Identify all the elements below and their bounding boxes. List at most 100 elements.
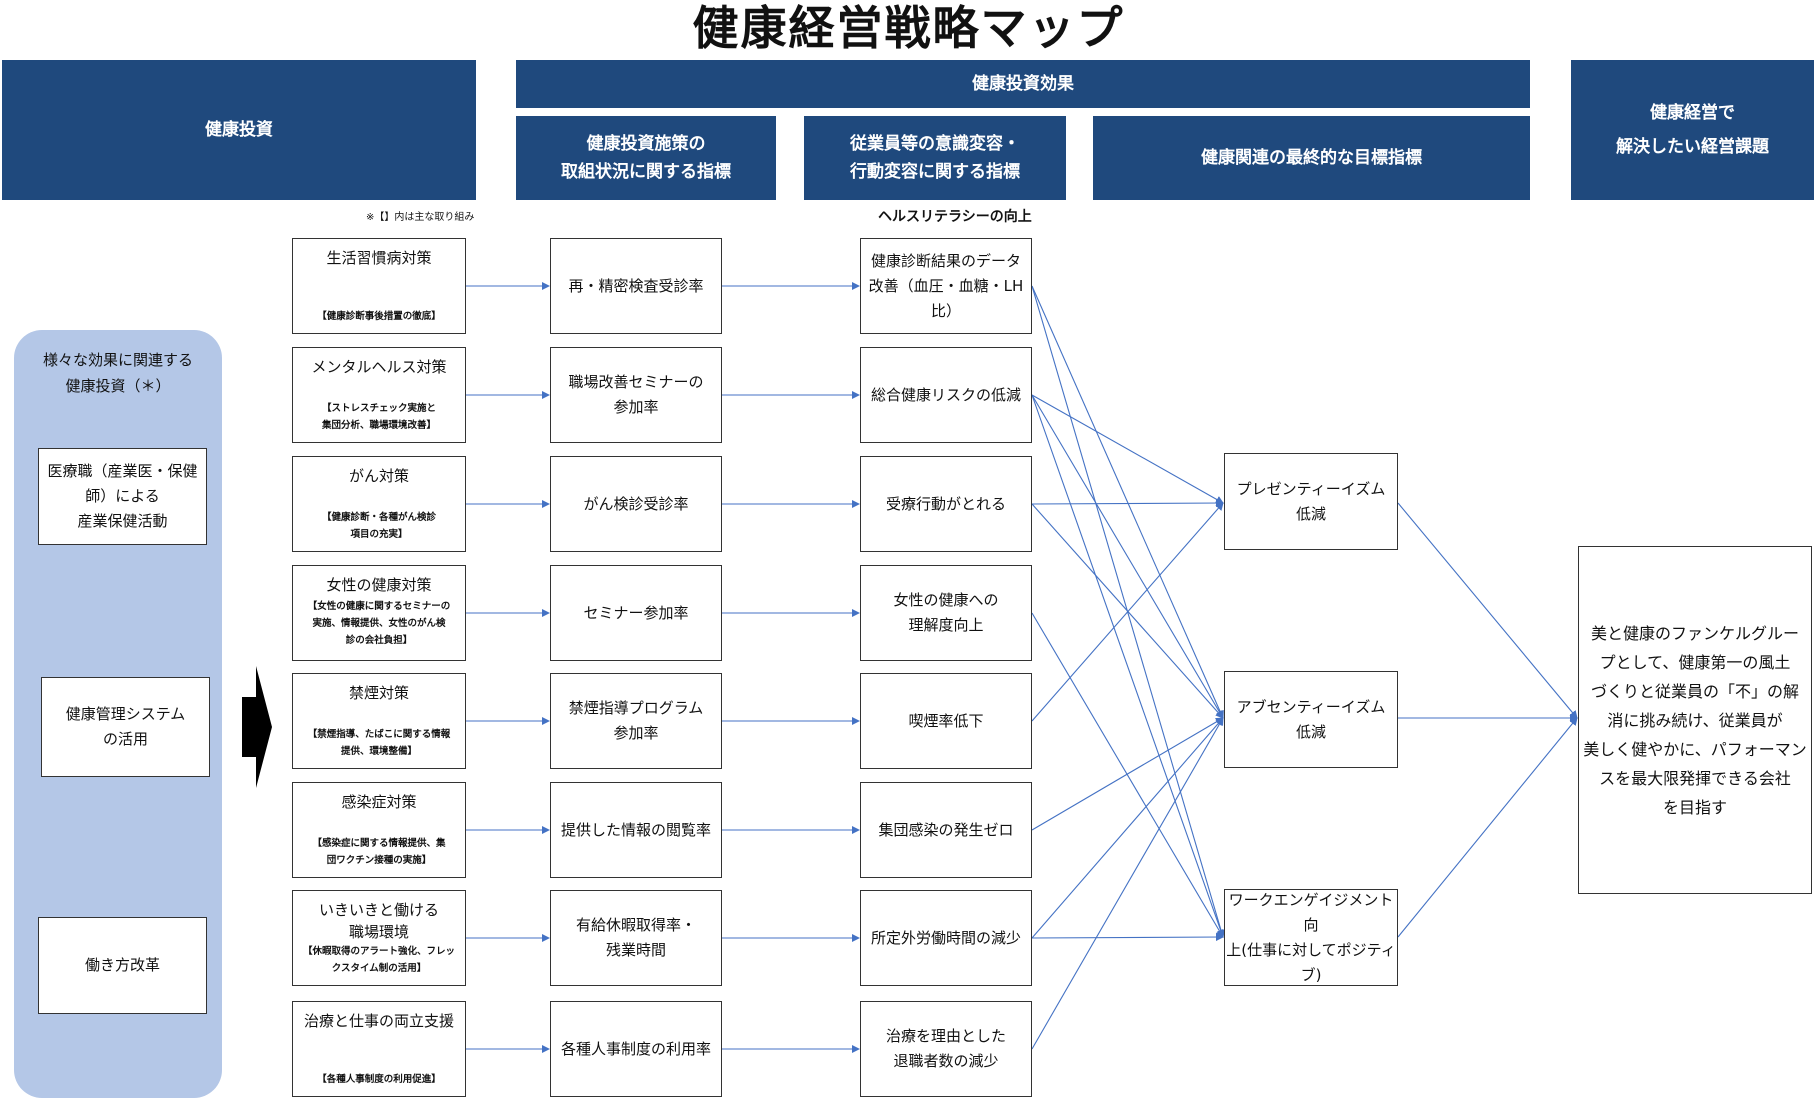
header-investment: 健康投資 bbox=[2, 60, 476, 200]
measure-line: 職場改善セミナーの bbox=[568, 373, 704, 391]
investment-title-line: いきいきと働ける bbox=[318, 901, 439, 919]
investment-box: メンタルヘルス対策 【ストレスチェック実施と 集団分析、職場環境改善】 bbox=[292, 347, 466, 443]
investment-sub-line: 団ワクチン接種の実施】 bbox=[326, 855, 432, 866]
measure-line: 参加率 bbox=[613, 398, 659, 416]
investment-sub-line: クスタイム制の活用】 bbox=[331, 963, 427, 974]
arrow-awareness-to-final bbox=[1031, 394, 1225, 938]
big-arrow-icon bbox=[242, 666, 272, 788]
arrow-awareness-to-final bbox=[1031, 612, 1224, 938]
measure-line: 各種人事制度の利用率 bbox=[560, 1039, 711, 1058]
goal-line: 美しく健やかに、パフォーマン bbox=[1583, 739, 1807, 759]
measure-line: 再・精密検査受診率 bbox=[568, 276, 704, 295]
header-effect-label: 健康投資効果 bbox=[972, 74, 1074, 94]
awareness-box: 集団感染の発生ゼロ bbox=[860, 782, 1032, 878]
management-goal-box: 美と健康のファンケルグルー プとして、健康第一の風土 づくりと従業員の「不」の解… bbox=[1578, 546, 1812, 894]
awareness-line: 総合健康リスクの低減 bbox=[870, 385, 1021, 404]
measure-box: 禁煙指導プログラム 参加率 bbox=[550, 673, 722, 769]
panel-title-line: 健康投資（＊） bbox=[65, 377, 171, 395]
investment-title-line: 生活習慣病対策 bbox=[326, 249, 432, 267]
investment-title-line: 感染症対策 bbox=[341, 793, 417, 811]
goal-line: づくりと従業員の「不」の解 bbox=[1590, 681, 1799, 701]
arrow-awareness-to-final bbox=[1031, 717, 1224, 939]
panel-item-line: 働き方改革 bbox=[84, 956, 160, 974]
panel-item-line: の活用 bbox=[102, 730, 148, 748]
final-goal-line: 上(仕事に対してポジティ bbox=[1226, 940, 1396, 959]
measure-box: 職場改善セミナーの 参加率 bbox=[550, 347, 722, 443]
header-issues-line: 解決したい経営課題 bbox=[1616, 137, 1769, 157]
goal-line: 消に挑み続け、従業員が bbox=[1607, 710, 1783, 730]
investment-sub-line: 集団分析、職場環境改善】 bbox=[321, 420, 436, 431]
awareness-line: 健康診断結果のデータ bbox=[870, 251, 1021, 270]
panel-title-line: 様々な効果に関連する bbox=[42, 351, 193, 369]
page-title: 健康経営戦略マップ bbox=[692, 1, 1125, 55]
goal-line: プとして、健康第一の風土 bbox=[1599, 652, 1791, 672]
awareness-line: 改善（血圧・血糖・LH bbox=[868, 276, 1024, 295]
awareness-line: 退職者数の減少 bbox=[893, 1052, 999, 1070]
investment-box: いきいきと働ける 職場環境 【休暇取得のアラート強化、フレッ クスタイム制の活用… bbox=[292, 890, 466, 986]
investment-box: 禁煙対策 【禁煙指導、たばこに関する情報 提供、環境整備】 bbox=[292, 673, 466, 769]
awareness-box: 喫煙率低下 bbox=[860, 673, 1032, 769]
note-text: ※【】内は主な取り組み bbox=[366, 212, 475, 223]
investment-title-line: 禁煙対策 bbox=[348, 684, 409, 702]
measure-line: セミナー参加率 bbox=[583, 603, 689, 622]
measure-line: 禁煙指導プログラム bbox=[568, 699, 704, 717]
investment-sub-line: 【女性の健康に関するセミナーの bbox=[307, 601, 451, 612]
header-final-label: 健康関連の最終的な目標指標 bbox=[1201, 148, 1422, 168]
panel-item-workstyle: 働き方改革 bbox=[38, 917, 207, 1014]
investment-box: 女性の健康対策 【女性の健康に関するセミナーの 実施、情報提供、女性のがん検 診… bbox=[292, 565, 466, 661]
investment-box: がん対策 【健康診断・各種がん検診 項目の充実】 bbox=[292, 456, 466, 552]
goal-line: 美と健康のファンケルグルー bbox=[1590, 623, 1799, 643]
investment-sub-line: 提供、環境整備】 bbox=[340, 746, 417, 757]
awareness-box: 受療行動がとれる bbox=[860, 456, 1032, 552]
arrow-awareness-to-final bbox=[1031, 394, 1224, 719]
arrow-final-to-goal bbox=[1397, 717, 1578, 938]
measure-line: 有給休暇取得率・ bbox=[575, 916, 696, 934]
header-awareness-line: 従業員等の意識変容・ bbox=[850, 134, 1020, 154]
investment-sub-line: 【感染症に関する情報提供、集 bbox=[312, 838, 446, 849]
measure-line: 参加率 bbox=[613, 724, 659, 742]
investment-box: 治療と仕事の両立支援 【各種人事制度の利用促進】 bbox=[292, 1001, 466, 1097]
header-awareness-line: 行動変容に関する指標 bbox=[850, 162, 1020, 182]
final-goal-line: ワークエンゲイジメント向 bbox=[1228, 890, 1394, 934]
measure-box: 有給休暇取得率・ 残業時間 bbox=[550, 890, 722, 986]
final-goal-box: プレゼンティーイズム 低減 bbox=[1224, 453, 1398, 550]
investment-title-line: 治療と仕事の両立支援 bbox=[303, 1012, 454, 1030]
investment-sub-line: 項目の充実】 bbox=[350, 529, 408, 540]
arrow-awareness-to-final bbox=[1031, 503, 1224, 719]
panel-item-line: 医療職（産業医・保健 bbox=[47, 462, 198, 480]
investment-sub-line: 【各種人事制度の利用促進】 bbox=[317, 1074, 441, 1085]
measure-box: がん検診受診率 bbox=[550, 456, 722, 552]
investment-box: 生活習慣病対策 【健康診断事後措置の徹底】 bbox=[292, 238, 466, 334]
investment-sub-line: 診の会社負担】 bbox=[345, 635, 413, 646]
final-goal-line: プレゼンティーイズム bbox=[1236, 479, 1386, 498]
panel-item-system: 健康管理システム の活用 bbox=[41, 677, 210, 777]
arrow-final-to-goal bbox=[1397, 502, 1578, 719]
header-measures-line: 取組状況に関する指標 bbox=[561, 162, 731, 182]
health-literacy-label: ヘルスリテラシーの向上 bbox=[878, 209, 1032, 225]
goal-line: を目指す bbox=[1662, 797, 1727, 817]
investment-title-line: 職場環境 bbox=[348, 923, 409, 941]
final-goal-box: アブセンティーイズム 低減 bbox=[1224, 671, 1398, 768]
arrow-awareness-to-final bbox=[1031, 499, 1224, 508]
arrow-awareness-to-final bbox=[1031, 394, 1224, 504]
panel-item-line: 健康管理システム bbox=[65, 705, 186, 723]
awareness-box: 健康診断結果のデータ 改善（血圧・血糖・LH 比） bbox=[860, 238, 1032, 334]
measure-line: 提供した情報の閲覧率 bbox=[560, 820, 711, 839]
panel-item-line: 師）による bbox=[85, 487, 160, 505]
arrow-awareness-to-final bbox=[1031, 285, 1224, 719]
investment-sub-line: 【禁煙指導、たばこに関する情報 bbox=[307, 729, 451, 740]
header-issues: 健康経営で 解決したい経営課題 bbox=[1571, 60, 1814, 200]
awareness-box: 女性の健康への 理解度向上 bbox=[860, 565, 1032, 661]
measure-line: がん検診受診率 bbox=[583, 494, 689, 513]
awareness-line: 受療行動がとれる bbox=[885, 494, 1006, 513]
header-measures: 健康投資施策の 取組状況に関する指標 bbox=[516, 116, 776, 200]
arrow-awareness-to-final bbox=[1031, 933, 1224, 942]
arrow-awareness-to-final bbox=[1031, 717, 1224, 831]
final-goal-line: 低減 bbox=[1295, 722, 1326, 741]
measure-box: 提供した情報の閲覧率 bbox=[550, 782, 722, 878]
awareness-line: 理解度向上 bbox=[908, 616, 984, 634]
awareness-line: 比） bbox=[930, 301, 961, 320]
awareness-line: 集団感染の発生ゼロ bbox=[878, 820, 1014, 839]
investment-sub-line: 【健康診断事後措置の徹底】 bbox=[317, 311, 441, 322]
